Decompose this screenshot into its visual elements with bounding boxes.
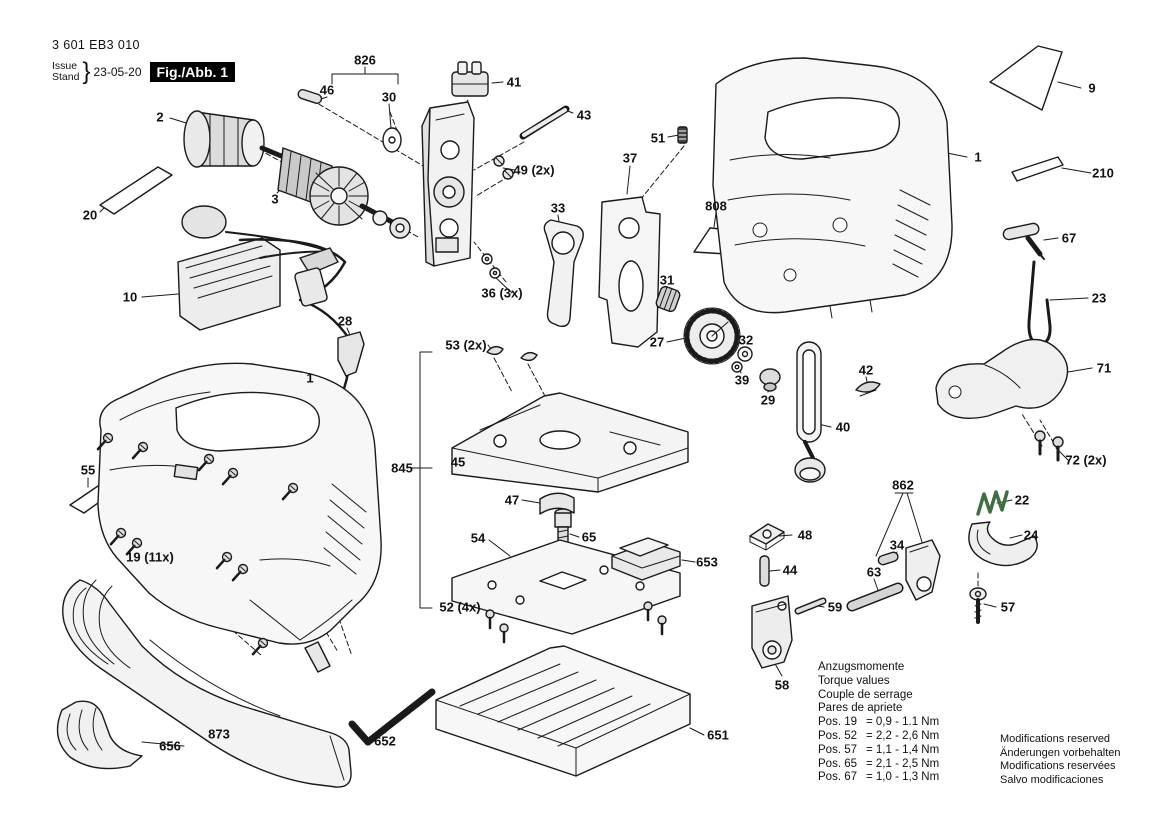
pin-59 bbox=[794, 597, 827, 615]
clip-42 bbox=[855, 381, 881, 397]
note-es: Salvo modificaciones bbox=[1000, 773, 1104, 786]
roller-assembly-862 bbox=[877, 539, 941, 601]
tension-screw-67 bbox=[1002, 222, 1045, 260]
torque-row: Pos. 57= 1,1 - 1,4 Nm bbox=[818, 743, 940, 756]
washer-30 bbox=[382, 127, 402, 153]
gear-27 bbox=[683, 307, 741, 365]
torque-title-fr: Couple de serrage bbox=[818, 688, 913, 701]
torque-table: Anzugsmomente Torque values Couple de se… bbox=[818, 661, 939, 785]
torque-row: Pos. 19= 0,9 - 1.1 Nm bbox=[818, 716, 940, 729]
figure-label: Fig./Abb. 1 bbox=[149, 62, 236, 82]
housing-half bbox=[712, 57, 953, 319]
note-fr: Modifications reservées bbox=[1000, 760, 1116, 772]
screw-57 bbox=[969, 587, 987, 624]
label-plate-20 bbox=[99, 166, 173, 215]
screws-52 bbox=[485, 601, 667, 644]
issue-label: Issue bbox=[52, 60, 78, 72]
stand-label: Stand bbox=[52, 71, 80, 83]
label-plate-9 bbox=[989, 45, 1063, 111]
guide-plate-37 bbox=[598, 196, 661, 348]
spring-pin-51 bbox=[677, 126, 688, 144]
tool-body bbox=[97, 362, 382, 673]
part-number: 3 601 EB3 010 bbox=[52, 38, 140, 52]
grip-barrel-873 bbox=[62, 579, 352, 788]
clamps-53 bbox=[486, 345, 538, 362]
issue-date: 23-05-20 bbox=[93, 65, 142, 79]
issue-stand-labels: Issue Stand bbox=[52, 61, 79, 83]
pin-44 bbox=[759, 555, 770, 587]
torque-row: Pos. 65= 2,1 - 2,5 Nm bbox=[818, 757, 940, 770]
slider-653 bbox=[611, 537, 681, 581]
gear-support-plate bbox=[421, 101, 475, 267]
torque-title-es: Pares de apriete bbox=[818, 702, 903, 715]
clamp-plate-33 bbox=[543, 219, 584, 328]
electronics-module-10 bbox=[177, 205, 352, 442]
nut-48 bbox=[749, 523, 785, 551]
plunger-40 bbox=[794, 341, 826, 483]
spring-22 bbox=[976, 490, 1009, 516]
washers-36 bbox=[481, 253, 501, 279]
connector-41 bbox=[451, 61, 489, 97]
screws-19 bbox=[96, 432, 299, 656]
washer-39 bbox=[731, 361, 743, 373]
hex-key-652 bbox=[348, 688, 436, 746]
pinion-31 bbox=[655, 285, 681, 313]
cap-28 bbox=[337, 331, 365, 377]
torque-row: Pos. 67= 1,0 - 1,3 Nm bbox=[818, 771, 940, 784]
torque-title-de: Anzugsmomente bbox=[818, 661, 905, 673]
torque-row: Pos. 52= 2,2 - 2,6 Nm bbox=[818, 729, 940, 742]
rod-43 bbox=[519, 105, 570, 140]
torque-title-en: Torque values bbox=[818, 674, 890, 687]
brace-glyph: } bbox=[82, 58, 91, 85]
screws-49 bbox=[493, 155, 514, 180]
note-en: Modifications reserved bbox=[1000, 733, 1111, 745]
note-de: Änderungen vorbehalten bbox=[1000, 746, 1121, 759]
issue-row: Issue Stand } 23-05-20 Fig./Abb. 1 bbox=[52, 58, 236, 85]
washer-32 bbox=[737, 346, 753, 362]
base-lever-71 bbox=[935, 338, 1069, 419]
guard-wire-23 bbox=[1027, 260, 1052, 346]
pin-46 bbox=[297, 88, 323, 104]
label-plate-210 bbox=[1011, 156, 1064, 182]
modification-notes: Modifications reserved Änderungen vorbeh… bbox=[1000, 733, 1120, 787]
bolt-65 bbox=[554, 508, 572, 550]
knob-29 bbox=[759, 368, 781, 392]
screws-72 bbox=[1034, 430, 1064, 462]
carrier-plate-45 bbox=[451, 392, 689, 493]
motor-armature bbox=[259, 145, 411, 239]
roller-bracket-58 bbox=[751, 595, 793, 669]
rod-63 bbox=[846, 582, 904, 612]
title-block: 3 601 EB3 010 Issue Stand } 23-05-20 Fig… bbox=[52, 38, 236, 85]
motor-stator bbox=[183, 110, 265, 168]
nose-cover-656 bbox=[56, 700, 143, 770]
blade-guard-24 bbox=[968, 521, 1038, 567]
footplate-651 bbox=[435, 645, 691, 777]
